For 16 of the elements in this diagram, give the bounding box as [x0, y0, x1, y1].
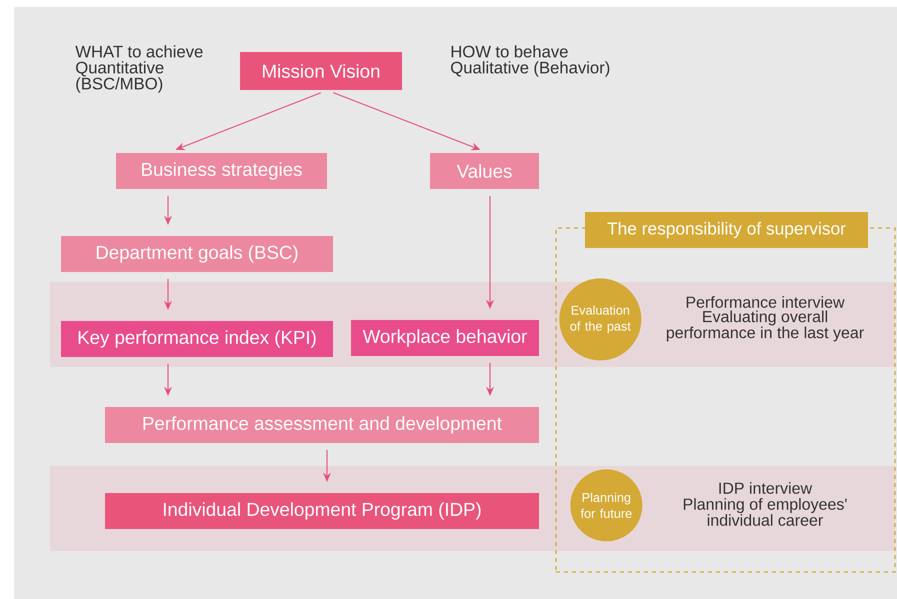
process-box: Key performance index (KPI): [61, 321, 333, 357]
text-label: WHAT to achieve Quantitative (BSC/MBO): [75, 45, 203, 93]
text-label: Performance interview: [686, 296, 845, 308]
process-box: Individual Development Program (IDP): [105, 493, 539, 529]
text-label: HOW to behave Qualitative (Behavior): [451, 45, 610, 77]
process-box: Workplace behavior: [351, 320, 539, 356]
process-box: Mission Vision: [240, 52, 402, 90]
text-label: IDP interview: [719, 482, 812, 494]
text-label: Planning of employees' individual career: [684, 498, 847, 526]
circle-badge: Evaluation of the past: [559, 278, 642, 360]
text-label: Evaluating overall performance in the last year: [666, 310, 864, 342]
process-box: Performance assessment and development: [105, 407, 539, 443]
process-box: Business strategies: [116, 153, 327, 189]
circle-badge: Planning for future: [570, 469, 642, 542]
process-box: Values: [430, 153, 539, 189]
process-box: Department goals (BSC): [61, 236, 333, 272]
